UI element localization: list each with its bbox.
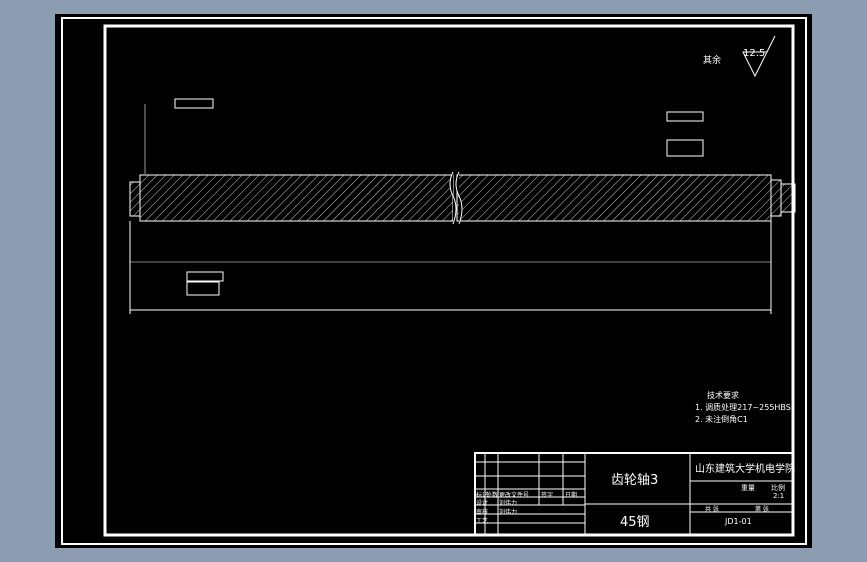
title-block-lines	[474, 452, 794, 536]
school-name: 山东建筑大学机电学院	[695, 464, 795, 475]
scale-label: 比例	[771, 484, 785, 492]
tolerance-frame	[186, 271, 224, 282]
part-name: 齿轮轴3	[611, 473, 659, 488]
tech-req-item: 1. 调质处理217~255HBS	[695, 403, 791, 412]
role-review: 审核	[476, 509, 489, 516]
role-process: 工艺	[476, 518, 489, 525]
shaft-right	[456, 174, 796, 222]
role-design: 设计	[476, 500, 489, 507]
drawing-number: JD1-01	[725, 517, 752, 526]
roughness-value: 12.5	[743, 48, 766, 59]
material: 45钢	[620, 515, 650, 530]
tolerance-frame	[666, 111, 704, 122]
break-line	[449, 171, 463, 225]
technical-requirements: 技术要求 1. 调质处理217~255HBS 2. 未注倒角C1	[695, 390, 791, 426]
tolerance-frame	[666, 139, 704, 157]
rev-header: 签字	[541, 492, 554, 499]
sheets-total: 共 张	[705, 506, 719, 513]
shaft-left	[129, 174, 454, 222]
inner-frame	[103, 24, 795, 537]
rev-header: 更改文件号	[499, 492, 530, 499]
sheet-number: 第 张	[755, 506, 769, 513]
drawing-sheet: 其余 12.5 技术要求 1. 调质处理217~255HBS 2. 未注倒角C1…	[55, 14, 812, 548]
weight-label: 重量	[741, 484, 755, 492]
outer-frame	[61, 17, 807, 545]
roughness-symbol	[742, 35, 776, 78]
tech-req-title: 技术要求	[707, 391, 739, 400]
scale-value: 2:1	[773, 492, 785, 500]
tech-req-item: 2. 未注倒角C1	[695, 415, 748, 424]
shaft-drawing	[61, 17, 807, 545]
tolerance-frame	[174, 98, 214, 109]
rev-header: 处数	[486, 492, 499, 499]
designer-name: 刘伟力	[499, 500, 518, 507]
rev-header: 标记	[476, 492, 489, 499]
reviewer-name: 刘伟力	[499, 509, 518, 516]
roughness-label: 其余	[703, 56, 722, 66]
tolerance-frame	[186, 281, 220, 296]
rev-header: 日期	[565, 492, 578, 499]
